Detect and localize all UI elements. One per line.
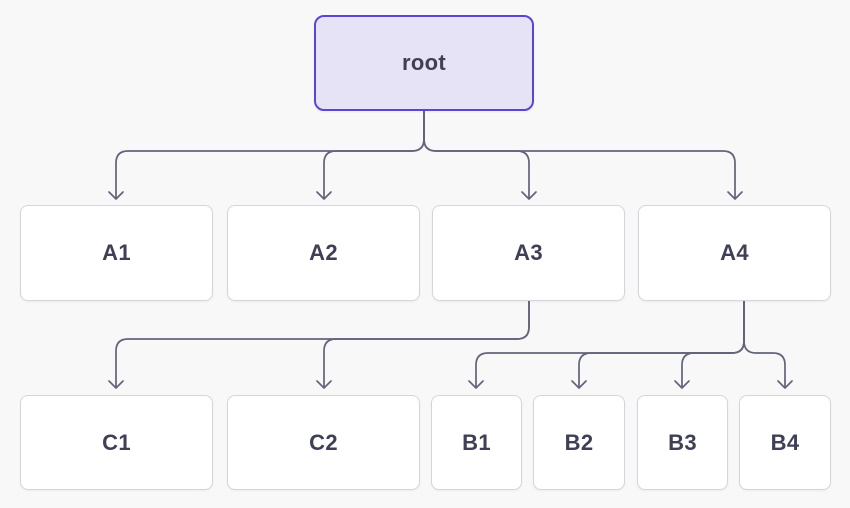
arrow-down-icon: [571, 380, 587, 389]
edge-root-a3: [423, 110, 537, 200]
arrow-down-icon: [108, 191, 124, 200]
node-b4[interactable]: B4: [739, 395, 831, 490]
edge-root-a4: [423, 110, 743, 200]
node-b2[interactable]: B2: [533, 395, 625, 490]
edge-root-a2: [316, 110, 425, 200]
arrow-down-icon: [777, 380, 793, 389]
node-b1[interactable]: B1: [431, 395, 522, 490]
arrow-down-icon: [468, 380, 484, 389]
edge-a3-c1: [108, 300, 530, 389]
edge-root-a1: [108, 110, 425, 200]
node-a2[interactable]: A2: [227, 205, 420, 301]
arrow-down-icon: [674, 380, 690, 389]
edge-a3-c2: [316, 300, 530, 389]
node-a1[interactable]: A1: [20, 205, 213, 301]
node-c2[interactable]: C2: [227, 395, 420, 490]
arrow-down-icon: [316, 191, 332, 200]
node-b3[interactable]: B3: [637, 395, 728, 490]
node-c1[interactable]: C1: [20, 395, 213, 490]
node-a4[interactable]: A4: [638, 205, 831, 301]
edge-a4-b3: [674, 300, 745, 389]
arrow-down-icon: [108, 380, 124, 389]
edge-a4-b4: [743, 300, 793, 389]
edge-a4-b1: [468, 300, 745, 389]
arrow-down-icon: [316, 380, 332, 389]
arrow-down-icon: [521, 191, 537, 200]
node-a3[interactable]: A3: [432, 205, 625, 301]
node-root[interactable]: root: [314, 15, 534, 111]
arrow-down-icon: [727, 191, 743, 200]
edge-a4-b2: [571, 300, 745, 389]
